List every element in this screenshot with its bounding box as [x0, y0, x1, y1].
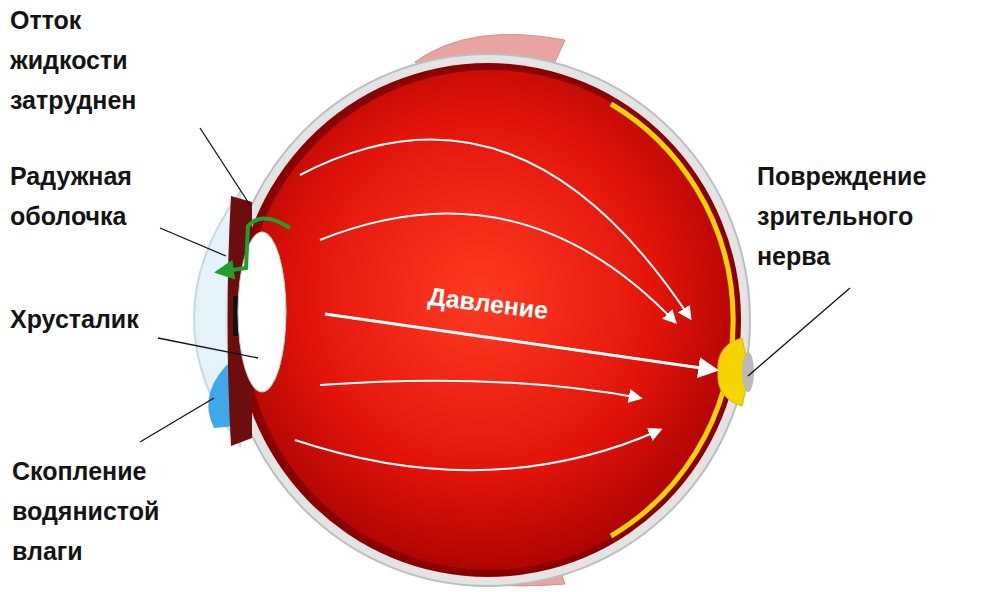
leader-line — [158, 338, 258, 358]
outflow-arrow — [218, 218, 290, 272]
choroid — [235, 63, 741, 577]
callout-label: Хрусталик — [10, 299, 250, 339]
pressure-arrow — [295, 430, 660, 470]
leader-line — [140, 398, 214, 442]
callout-label: Повреждение зрительного нерва — [757, 156, 979, 276]
callout-label: Скопление водянистой влаги — [12, 451, 207, 571]
pressure-arrows — [295, 140, 715, 471]
pressure-arrow — [320, 381, 640, 398]
leader-line — [200, 128, 250, 205]
callout-label: Отток жидкости затруднен — [10, 0, 175, 120]
callout-label: Радужная оболочка — [10, 156, 175, 236]
vitreous-body — [244, 70, 736, 570]
leader-line — [748, 288, 850, 376]
arrow-label: Давление — [426, 276, 551, 330]
leader-line — [160, 228, 226, 256]
leader-lines — [140, 128, 850, 442]
sclera — [226, 54, 750, 586]
